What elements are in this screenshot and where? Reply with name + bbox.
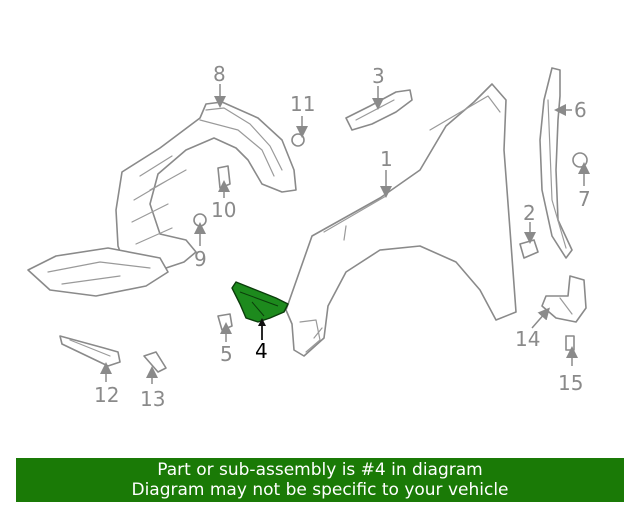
- callout-13: 13: [140, 387, 165, 411]
- part-10-clip: [217, 165, 231, 189]
- part-1-front-fender: [285, 83, 517, 357]
- part-6-reinforcement: [539, 67, 573, 259]
- callout-2: 2: [523, 201, 536, 225]
- callout-labels: 1 2 3 4 5 6 7 8 9 10 11 12 13 14 15: [94, 62, 591, 411]
- part-4-bracket-highlighted[interactable]: [231, 281, 289, 323]
- callout-15: 15: [558, 371, 583, 395]
- callout-3: 3: [372, 64, 385, 88]
- part-9-clip: [193, 213, 207, 227]
- callout-9: 9: [194, 247, 207, 271]
- part-8-fender-liner: [27, 101, 297, 297]
- part-info-banner: Part or sub-assembly is #4 in diagram Di…: [16, 458, 624, 502]
- callout-12: 12: [94, 383, 119, 407]
- leader-lines: [100, 84, 590, 384]
- callout-7: 7: [578, 187, 591, 211]
- part-12-strip: [59, 335, 121, 367]
- callout-14: 14: [515, 327, 540, 351]
- callout-5: 5: [220, 342, 233, 366]
- part-3-bracket: [345, 89, 413, 131]
- part-15-bolt: [565, 335, 575, 351]
- part-14-lower-bracket: [541, 275, 587, 323]
- callout-6: 6: [574, 98, 587, 122]
- banner-line-2: Diagram may not be specific to your vehi…: [131, 480, 509, 500]
- callout-4: 4: [255, 339, 268, 363]
- part-11-clip: [291, 133, 305, 147]
- part-5-clip: [217, 313, 233, 331]
- callout-8: 8: [213, 62, 226, 86]
- banner-line-1: Part or sub-assembly is #4 in diagram: [157, 460, 483, 480]
- part-2-bolt: [519, 239, 539, 259]
- part-7-clip: [572, 152, 588, 168]
- callout-10: 10: [211, 198, 236, 222]
- callout-11: 11: [290, 92, 315, 116]
- part-13-clip: [143, 351, 167, 373]
- parts-diagram: 1 2 3 4 5 6 7 8 9 10 11 12 13 14 15: [27, 62, 591, 411]
- callout-1: 1: [380, 147, 393, 171]
